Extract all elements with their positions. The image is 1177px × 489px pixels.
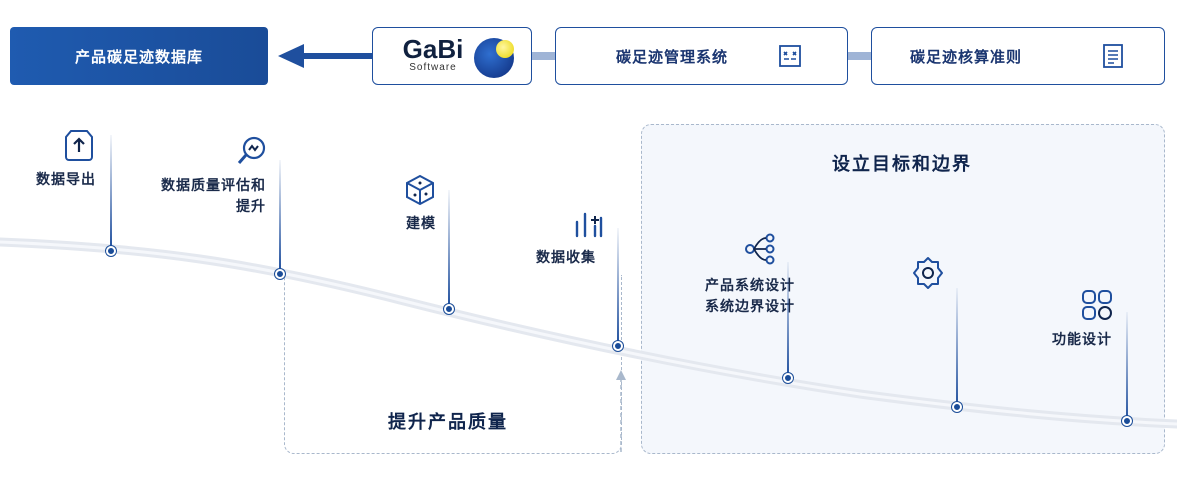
step-quality-line2: 提升 bbox=[236, 199, 266, 215]
step-system-design-line2: 系统边界设计 bbox=[705, 299, 795, 315]
step-system-design-line1: 产品系统设计 bbox=[705, 278, 795, 294]
set-target-title: 设立目标和边界 bbox=[832, 154, 972, 175]
grid-icon bbox=[1082, 290, 1112, 320]
upload-icon bbox=[65, 130, 93, 161]
document-check-icon bbox=[779, 45, 801, 67]
step-system-design-label: 产品系统设计 系统边界设计 bbox=[675, 276, 795, 318]
gabi-wordmark: GaBi Software bbox=[398, 36, 468, 73]
step-quality-label: 数据质量评估和 提升 bbox=[140, 176, 266, 218]
connector-2 bbox=[848, 52, 872, 60]
gabi-name: GaBi bbox=[402, 34, 464, 64]
dot-collection bbox=[613, 341, 623, 351]
database-label: 产品碳足迹数据库 bbox=[74, 47, 203, 66]
management-label: 碳足迹管理系统 bbox=[616, 47, 729, 66]
dot-system-design bbox=[783, 373, 793, 383]
stem-function-design bbox=[1126, 312, 1128, 423]
dot-function-design bbox=[1122, 416, 1132, 426]
dot-settings bbox=[952, 402, 962, 412]
product-carbon-database: 产品碳足迹数据库 bbox=[10, 27, 268, 85]
gear-icon bbox=[913, 257, 943, 289]
dot-data-export bbox=[106, 246, 116, 256]
accounting-standard-box: 碳足迹核算准则 bbox=[871, 27, 1165, 85]
connector-1 bbox=[532, 52, 556, 60]
step-data-export-label: 数据导出 bbox=[36, 172, 96, 188]
stem-modeling bbox=[448, 190, 450, 308]
arrow-left-icon bbox=[278, 44, 304, 68]
management-system-box: 碳足迹管理系统 bbox=[555, 27, 848, 85]
improve-quality-region bbox=[284, 275, 622, 454]
improve-quality-title: 提升产品质量 bbox=[388, 412, 508, 433]
stem-system-design bbox=[787, 262, 789, 378]
stem-data-export bbox=[110, 135, 112, 250]
standard-label: 碳足迹核算准则 bbox=[910, 47, 1023, 66]
cube-icon bbox=[406, 174, 434, 206]
dot-quality bbox=[275, 269, 285, 279]
network-icon bbox=[745, 233, 775, 265]
arrow-line bbox=[300, 53, 372, 59]
magnifier-icon bbox=[237, 136, 266, 164]
dot-modeling bbox=[444, 304, 454, 314]
bar-chart-icon bbox=[575, 212, 603, 238]
stem-quality bbox=[279, 160, 281, 273]
step-collection-label: 数据收集 bbox=[536, 250, 596, 266]
gabi-logo-dot bbox=[496, 40, 514, 58]
gabi-subtitle: Software bbox=[409, 62, 457, 73]
step-function-design-label: 功能设计 bbox=[1052, 332, 1112, 348]
stem-collection bbox=[617, 228, 619, 346]
list-document-icon bbox=[1103, 44, 1123, 68]
step-quality-line1: 数据质量评估和 bbox=[161, 178, 266, 194]
step-modeling-label: 建模 bbox=[406, 216, 436, 232]
stem-settings bbox=[956, 288, 958, 408]
